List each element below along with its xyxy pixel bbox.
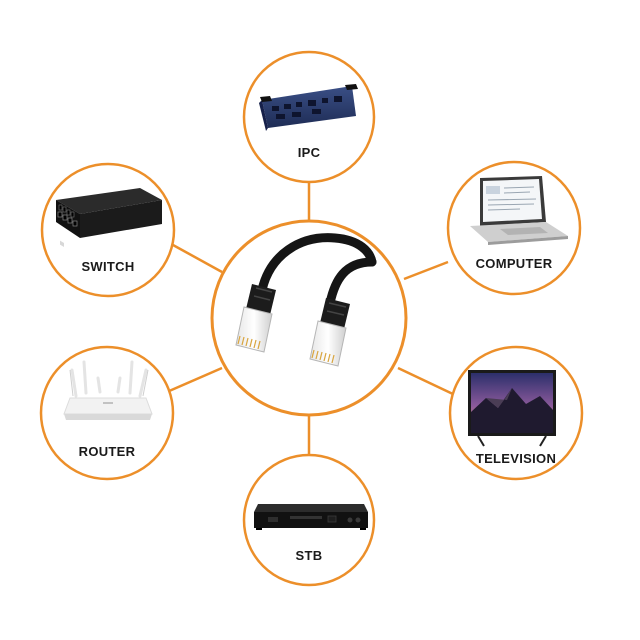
connector-television: [397, 366, 456, 397]
node-switch: SWITCH: [40, 162, 176, 298]
node-ipc-label: IPC: [298, 145, 321, 160]
connector-switch: [172, 243, 223, 274]
node-stb: STB: [242, 453, 376, 587]
industrial-pc-icon: [259, 84, 358, 131]
node-ipc: IPC: [242, 50, 376, 184]
node-router-label: ROUTER: [79, 444, 136, 459]
network-switch-icon: [56, 188, 162, 247]
node-router: ROUTER: [39, 345, 175, 481]
node-television: TELEVISION: [448, 345, 584, 481]
television-icon: [468, 370, 556, 447]
node-switch-label: SWITCH: [81, 259, 134, 274]
ethernet-cable-icon: [235, 233, 377, 367]
set-top-box-icon: [254, 504, 368, 530]
node-stb-label: STB: [296, 548, 323, 563]
connector-computer: [403, 260, 449, 281]
node-television-label: TELEVISION: [476, 451, 556, 466]
node-computer-label: COMPUTER: [476, 256, 553, 271]
laptop-icon: [470, 176, 568, 245]
node-computer: COMPUTER: [446, 160, 582, 296]
center-node: [210, 219, 408, 417]
wifi-router-icon: [63, 360, 153, 420]
